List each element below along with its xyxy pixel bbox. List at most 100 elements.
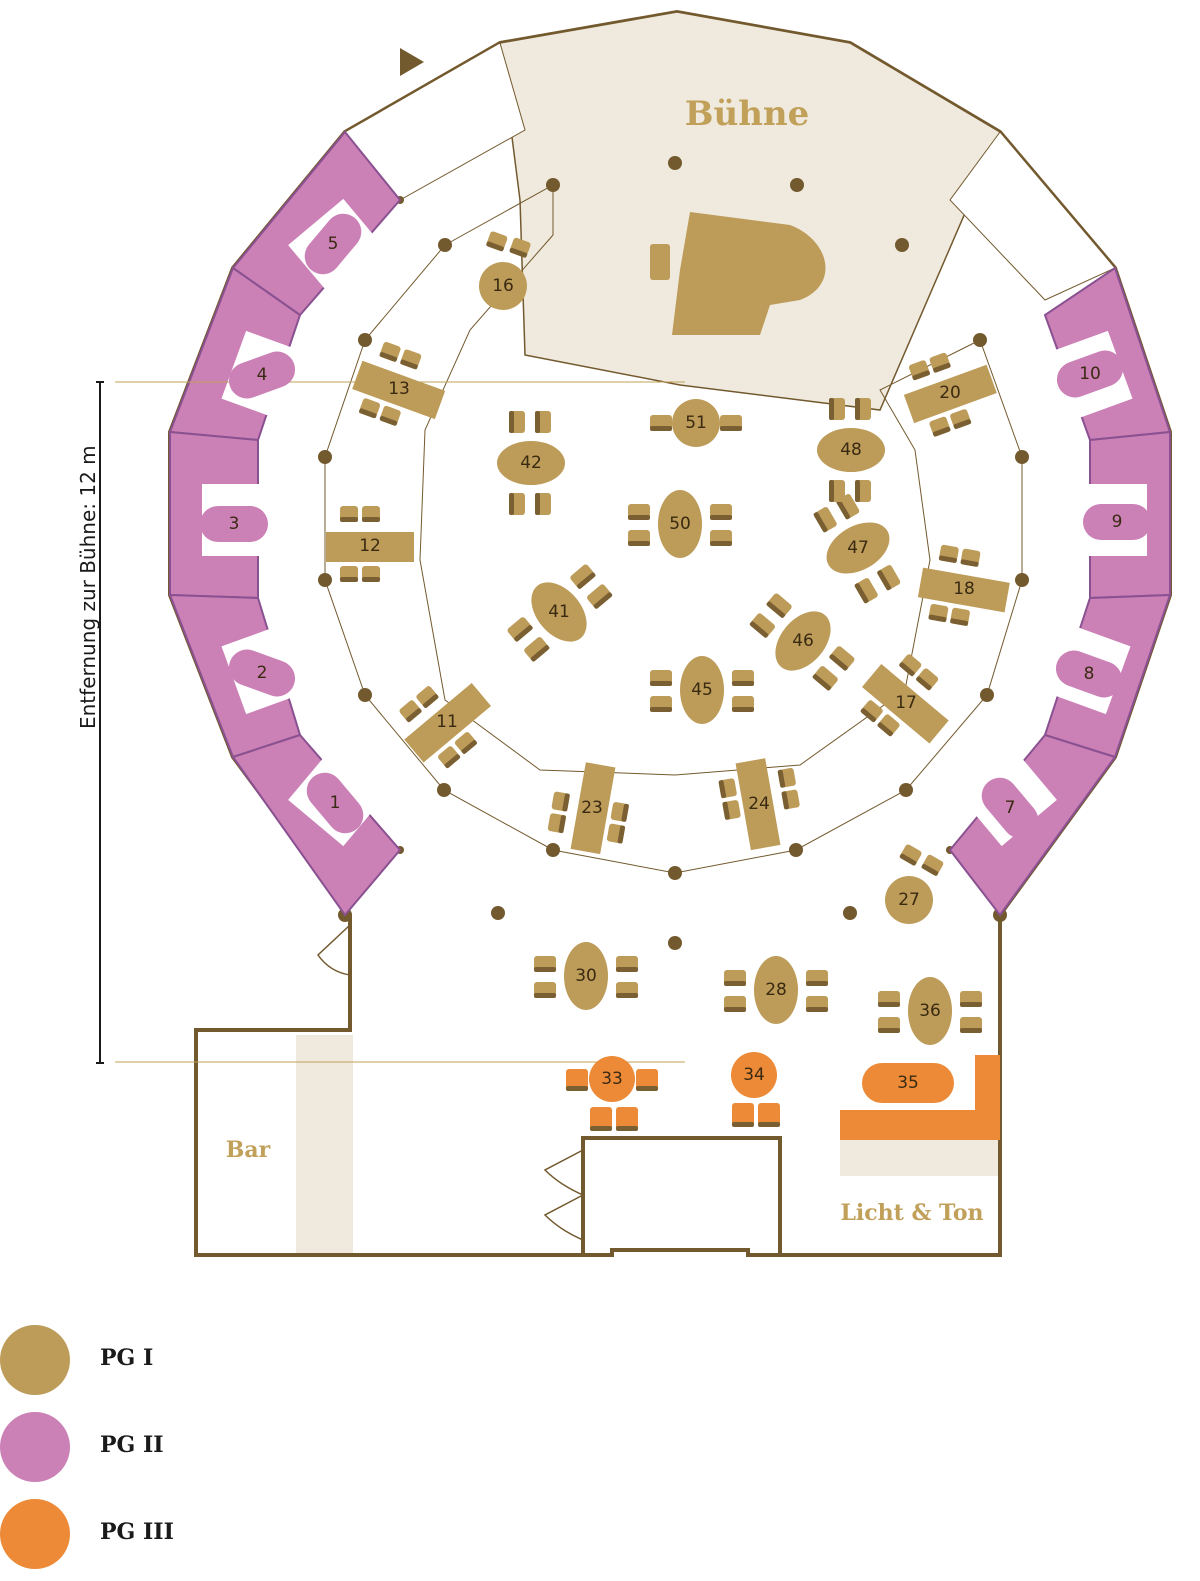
table-number: 34 xyxy=(743,1065,765,1085)
table-41[interactable]: 41 xyxy=(497,553,620,672)
table-number: 48 xyxy=(840,440,862,460)
table-5[interactable]: 5 xyxy=(297,206,368,281)
table-18[interactable]: 18 xyxy=(914,542,1014,632)
table-35[interactable]: 35 xyxy=(862,1063,954,1103)
table-number: 1 xyxy=(330,793,341,813)
table-number: 3 xyxy=(229,514,240,534)
stage-label: Bühne xyxy=(685,94,810,134)
table-surface xyxy=(680,656,724,724)
table-50[interactable]: 50 xyxy=(628,490,732,558)
table-number: 18 xyxy=(953,579,975,599)
table-surface xyxy=(908,977,952,1045)
chair xyxy=(720,415,742,431)
table-30[interactable]: 30 xyxy=(534,942,638,1010)
table-surface xyxy=(672,399,720,447)
chair xyxy=(829,480,845,502)
chair xyxy=(379,341,401,362)
table-number: 46 xyxy=(792,631,814,651)
legend-item-pg3: PG III xyxy=(0,1499,400,1569)
table-surface xyxy=(862,663,949,744)
chair xyxy=(938,544,959,563)
chair xyxy=(724,996,746,1012)
table-36[interactable]: 36 xyxy=(878,977,982,1045)
table-surface xyxy=(531,582,587,642)
table-3[interactable]: 3 xyxy=(200,506,268,542)
tech-label: Licht & Ton xyxy=(840,1200,983,1226)
table-7[interactable]: 7 xyxy=(974,770,1045,845)
chair xyxy=(929,352,951,373)
table-number: 2 xyxy=(257,663,268,683)
chair xyxy=(929,416,951,437)
table-9[interactable]: 9 xyxy=(1083,504,1151,540)
table-46[interactable]: 46 xyxy=(741,582,864,701)
table-33[interactable]: 33 xyxy=(566,1056,658,1131)
table-20[interactable]: 20 xyxy=(895,340,1004,442)
legend-item-pg1: PG I xyxy=(0,1325,400,1395)
table-10[interactable]: 10 xyxy=(1052,345,1128,402)
table-1[interactable]: 1 xyxy=(299,765,370,840)
chair xyxy=(524,637,550,662)
table-number: 36 xyxy=(919,1001,941,1021)
chair xyxy=(724,970,746,986)
table-surface xyxy=(228,351,296,399)
chair xyxy=(362,506,380,522)
table-28[interactable]: 28 xyxy=(724,956,828,1024)
chair xyxy=(535,493,551,515)
chair xyxy=(928,603,949,623)
table-2[interactable]: 2 xyxy=(224,644,300,701)
chair xyxy=(855,480,871,502)
table-23[interactable]: 23 xyxy=(545,758,635,858)
table-11[interactable]: 11 xyxy=(388,663,504,778)
table-surface xyxy=(903,364,997,424)
table-surface xyxy=(754,956,798,1024)
table-surface xyxy=(570,762,616,855)
chair xyxy=(628,530,650,546)
chair xyxy=(509,493,525,515)
table-13[interactable]: 13 xyxy=(345,336,454,438)
table-4[interactable]: 4 xyxy=(224,346,300,403)
chair xyxy=(921,854,944,876)
table-12[interactable]: 12 xyxy=(326,506,414,582)
chair xyxy=(777,767,796,788)
table-number: 20 xyxy=(939,383,961,403)
chair xyxy=(535,411,551,433)
chair xyxy=(899,654,922,677)
chair xyxy=(534,956,556,972)
table-24[interactable]: 24 xyxy=(716,754,806,854)
chair xyxy=(854,578,878,604)
legend-label: PG II xyxy=(100,1432,164,1458)
table-number: 5 xyxy=(328,234,339,254)
table-number: 11 xyxy=(436,712,458,732)
chair xyxy=(628,504,650,520)
table-number: 45 xyxy=(691,680,713,700)
chair xyxy=(359,398,381,419)
table-16[interactable]: 16 xyxy=(467,229,543,317)
chair xyxy=(650,670,672,686)
table-number: 50 xyxy=(669,514,691,534)
table-48[interactable]: 48 xyxy=(817,398,885,502)
chair xyxy=(650,415,672,431)
table-number: 13 xyxy=(388,379,410,399)
table-27[interactable]: 27 xyxy=(871,842,955,933)
table-45[interactable]: 45 xyxy=(650,656,754,724)
table-number: 35 xyxy=(897,1073,919,1093)
chair xyxy=(960,1017,982,1033)
table-42[interactable]: 42 xyxy=(497,411,565,515)
chair xyxy=(829,398,845,420)
table-47[interactable]: 47 xyxy=(803,486,914,610)
table-number: 4 xyxy=(257,365,268,385)
table-number: 30 xyxy=(575,966,597,986)
chair xyxy=(950,607,970,626)
table-51[interactable]: 51 xyxy=(650,399,742,447)
chair xyxy=(416,686,439,708)
legend-swatch xyxy=(0,1499,70,1569)
table-surface xyxy=(479,262,527,310)
table-34[interactable]: 34 xyxy=(731,1052,780,1127)
grand-piano-icon xyxy=(650,212,826,335)
table-17[interactable]: 17 xyxy=(849,644,965,759)
chair xyxy=(509,411,525,433)
table-surface xyxy=(885,876,933,924)
chair xyxy=(718,778,737,799)
chair xyxy=(606,823,626,844)
table-8[interactable]: 8 xyxy=(1051,645,1127,702)
